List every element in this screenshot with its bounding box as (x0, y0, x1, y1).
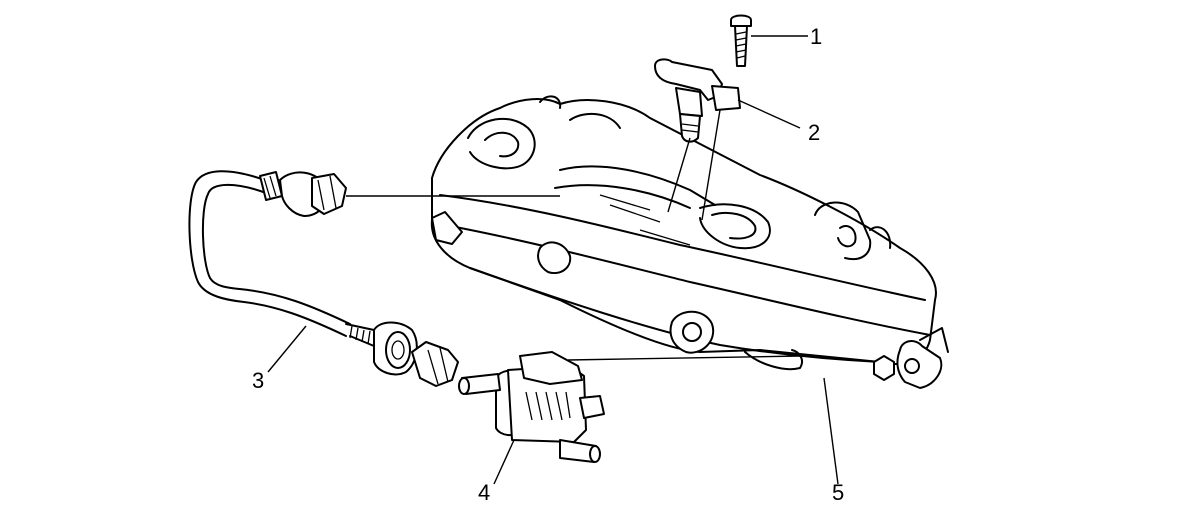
callout-5-label: 5 (832, 480, 844, 505)
main-housing (430, 95, 949, 389)
sensor-part-2 (654, 58, 741, 221)
callout-1-label: 1 (810, 24, 822, 49)
callout-2-label: 2 (808, 120, 820, 145)
valve-part-4 (458, 351, 801, 463)
callout-leaders (267, 35, 839, 485)
callout-4-label: 4 (478, 480, 490, 505)
hose-part-3 (188, 170, 560, 387)
bolt-part-1 (730, 14, 752, 67)
callout-3-label: 3 (252, 368, 264, 393)
